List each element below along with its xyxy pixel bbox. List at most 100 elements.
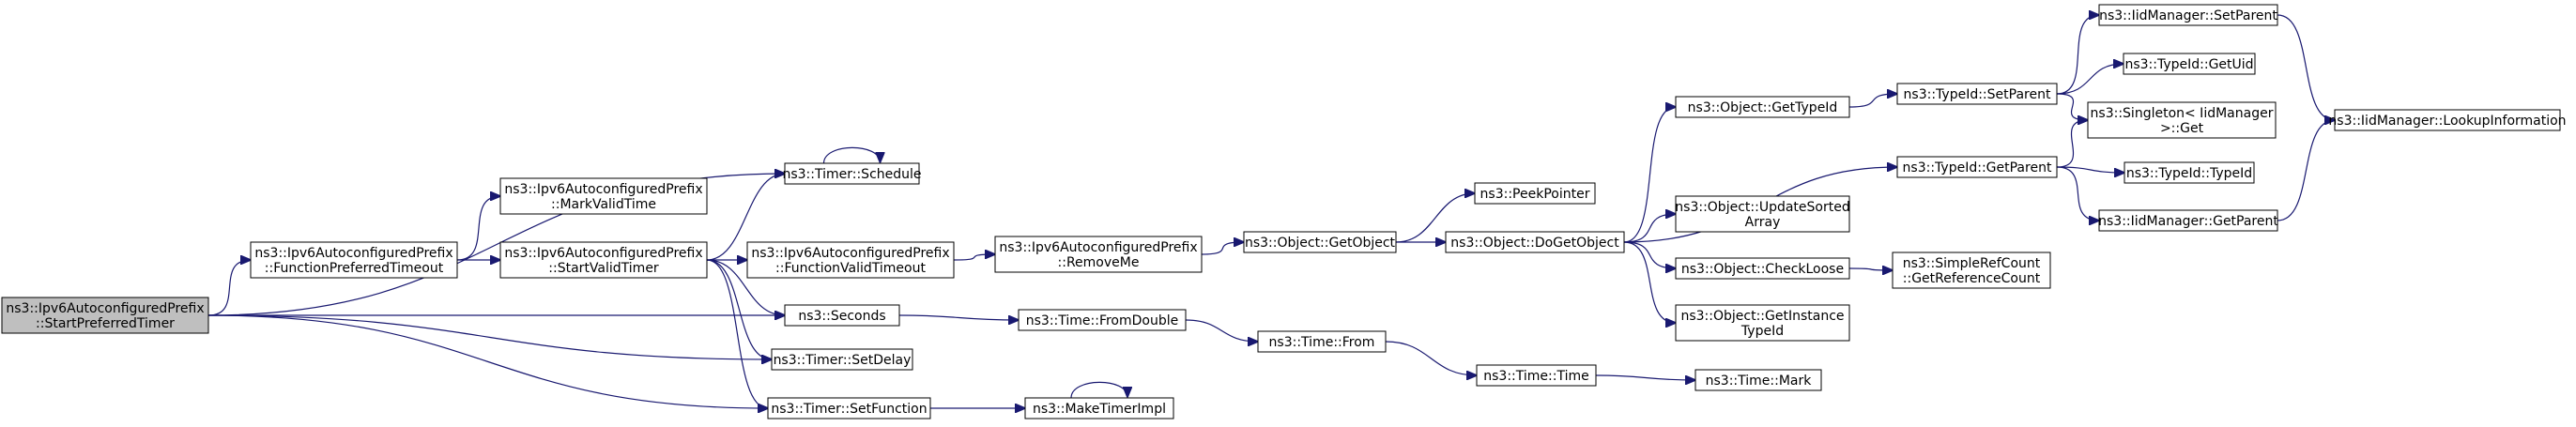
node-ttid-label-0: ns3::TypeId::TypeId (2126, 166, 2252, 181)
edge-cl-to-grc (1848, 268, 1893, 270)
node-imsp-box (2098, 4, 2278, 26)
edge-time-to-mark (1595, 374, 1695, 380)
node-mvt-box (499, 177, 708, 215)
node-tgp-label-0: ns3::TypeId::GetParent (1903, 160, 2052, 175)
node-fpt-label-0: ns3::Ipv6AutoconfiguredPrefix (254, 246, 452, 261)
edge-root-to-setfn (207, 314, 768, 408)
node-cl-box (1675, 257, 1850, 280)
node-sing-label-0: ns3::Singleton< IidManager (2091, 106, 2274, 121)
node-time[interactable]: ns3::Time::Time (1476, 364, 1597, 387)
node-gettid-label-0: ns3::Object::GetTypeId (1688, 100, 1838, 115)
node-getobj[interactable]: ns3::Object::GetObject (1243, 231, 1397, 253)
node-svt[interactable]: ns3::Ipv6AutoconfiguredPrefix::StartVali… (499, 241, 708, 279)
node-rm-label-1: ::RemoveMe (1058, 255, 1140, 270)
node-mark-box (1694, 369, 1822, 391)
node-fromdbl[interactable]: ns3::Time::FromDouble (1018, 309, 1187, 331)
node-fvt-box (746, 241, 955, 279)
edge-fvt-to-rm (953, 254, 995, 261)
node-grc-label-1: ::GetReferenceCount (1903, 271, 2041, 286)
edge-imgp-to-imli (2277, 120, 2335, 221)
node-imsp-label-0: ns3::IidManager::SetParent (2099, 8, 2277, 23)
node-setfn-box (767, 397, 931, 419)
node-mti-box (1024, 397, 1174, 419)
edge-svt-to-setfn (706, 259, 768, 408)
edge-tgp-to-imgp (2056, 166, 2099, 221)
node-mti[interactable]: ns3::MakeTimerImpl (1024, 397, 1174, 419)
node-cl-label-0: ns3::Object::CheckLoose (1681, 262, 1844, 277)
node-git-label-1: TypeId (1740, 324, 1784, 339)
node-sing[interactable]: ns3::Singleton< IidManager >::Get (2087, 101, 2277, 139)
node-imgp[interactable]: ns3::IidManager::GetParent (2098, 209, 2278, 232)
node-dogo-label-0: ns3::Object::DoGetObject (1450, 236, 1619, 251)
node-fromdbl-box (1018, 309, 1187, 331)
node-delay-box (771, 348, 913, 371)
node-peek[interactable]: ns3::PeekPointer (1474, 182, 1596, 205)
node-fvt-label-1: ::FunctionValidTimeout (775, 261, 926, 276)
edge-secs-to-fromdbl (898, 314, 1019, 320)
node-usa-label-0: ns3::Object::UpdateSorted (1675, 200, 1849, 215)
node-peek-label-0: ns3::PeekPointer (1480, 187, 1590, 202)
edge-dogo-to-usa (1623, 214, 1676, 243)
node-secs-label-0: ns3::Seconds (798, 309, 885, 324)
edge-root-to-fpt (207, 260, 251, 316)
edge-tgp-to-sing (2056, 120, 2088, 168)
edge-root-to-delay (207, 314, 772, 359)
node-sing-box (2087, 101, 2277, 139)
edge-dogo-to-gettid (1623, 107, 1676, 243)
node-mvt[interactable]: ns3::Ipv6AutoconfiguredPrefix::MarkValid… (499, 177, 708, 215)
node-imgp-label-0: ns3::IidManager::GetParent (2098, 214, 2278, 229)
node-imli[interactable]: ns3::IidManager::LookupInformation (2328, 109, 2567, 131)
nodes-layer: ns3::Ipv6AutoconfiguredPrefix::StartPref… (1, 4, 2567, 419)
node-root[interactable]: ns3::Ipv6AutoconfiguredPrefix::StartPref… (1, 297, 209, 334)
node-sched[interactable]: ns3::Timer::Schedule (782, 162, 922, 185)
edge-tsp-to-guid (2056, 64, 2124, 95)
node-from[interactable]: ns3::Time::From (1257, 330, 1387, 353)
node-secs[interactable]: ns3::Seconds (784, 304, 900, 327)
edge-tgp-to-ttid (2056, 166, 2124, 173)
node-tsp-box (1896, 83, 2058, 105)
edge-svt-to-secs (706, 259, 785, 315)
node-tsp[interactable]: ns3::TypeId::SetParent (1896, 83, 2058, 105)
node-delay[interactable]: ns3::Timer::SetDelay (771, 348, 913, 371)
node-guid[interactable]: ns3::TypeId::GetUid (2123, 53, 2256, 75)
node-from-label-0: ns3::Time::From (1269, 335, 1375, 350)
node-secs-box (784, 304, 900, 327)
node-tgp[interactable]: ns3::TypeId::GetParent (1896, 156, 2058, 178)
edge-dogo-to-git (1623, 241, 1676, 323)
edge-fromdbl-to-from (1185, 319, 1258, 342)
node-fpt[interactable]: ns3::Ipv6AutoconfiguredPrefix::FunctionP… (250, 241, 458, 279)
node-ttid[interactable]: ns3::TypeId::TypeId (2124, 161, 2255, 184)
node-guid-box (2123, 53, 2256, 75)
edge-tsp-to-sing (2056, 93, 2088, 120)
edge-svt-to-delay (706, 259, 772, 359)
node-grc[interactable]: ns3::SimpleRefCount::GetReferenceCount (1892, 252, 2051, 289)
node-mark[interactable]: ns3::Time::Mark (1694, 369, 1822, 391)
node-rm[interactable]: ns3::Ipv6AutoconfiguredPrefix::RemoveMe (994, 236, 1203, 273)
node-cl[interactable]: ns3::Object::CheckLoose (1675, 257, 1850, 280)
edge-from-to-time (1385, 341, 1477, 375)
node-imsp[interactable]: ns3::IidManager::SetParent (2098, 4, 2278, 26)
node-guid-label-0: ns3::TypeId::GetUid (2124, 57, 2253, 72)
node-svt-label-1: ::StartValidTimer (548, 261, 659, 276)
node-rm-box (994, 236, 1203, 273)
node-fpt-label-1: ::FunctionPreferredTimeout (265, 261, 444, 276)
edge-gettid-to-tsp (1848, 94, 1897, 108)
node-svt-box (499, 241, 708, 279)
node-ttid-box (2124, 161, 2255, 184)
node-fromdbl-label-0: ns3::Time::FromDouble (1026, 313, 1179, 328)
node-gettid[interactable]: ns3::Object::GetTypeId (1675, 96, 1850, 118)
node-getobj-box (1243, 231, 1397, 253)
edge-rm-to-getobj (1201, 242, 1244, 255)
node-rm-label-0: ns3::Ipv6AutoconfiguredPrefix (999, 240, 1197, 255)
node-dogo[interactable]: ns3::Object::DoGetObject (1445, 231, 1625, 253)
node-setfn[interactable]: ns3::Timer::SetFunction (767, 397, 931, 419)
node-imli-label-0: ns3::IidManager::LookupInformation (2328, 114, 2566, 129)
node-fvt[interactable]: ns3::Ipv6AutoconfiguredPrefix::FunctionV… (746, 241, 955, 279)
node-dogo-box (1445, 231, 1625, 253)
edge-getobj-to-peek (1395, 193, 1475, 243)
edges-layer (207, 15, 2335, 408)
node-fvt-label-0: ns3::Ipv6AutoconfiguredPrefix (751, 246, 949, 261)
